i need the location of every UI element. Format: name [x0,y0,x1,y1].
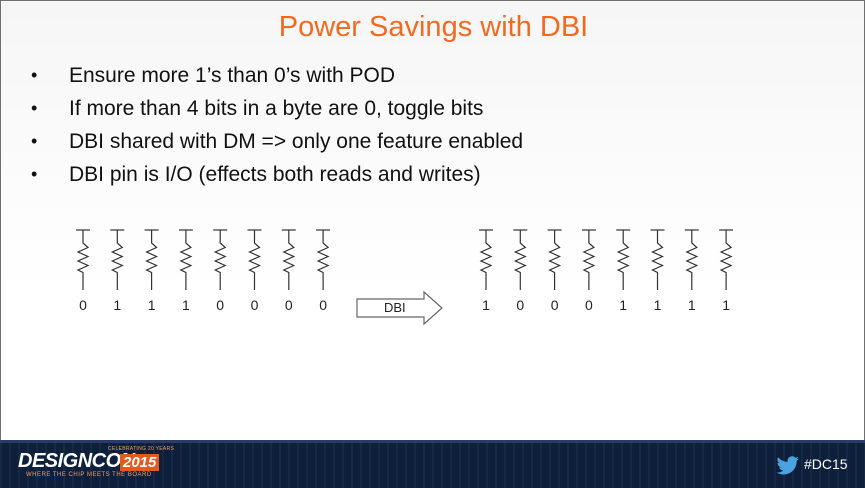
bullet-list: • Ensure more 1’s than 0’s with POD • If… [31,59,523,191]
bullet-text: DBI pin is I/O (effects both reads and w… [69,163,481,186]
output-bit-label: 1 [722,297,730,313]
bullet-text: Ensure more 1’s than 0’s with POD [69,64,396,87]
output-bit-label: 0 [516,297,525,313]
pullup-resistor-icon [110,229,125,290]
pullup-resistor-icon [213,229,228,290]
dbi-arrow-label: DBI [384,300,406,315]
input-bit-label: 0 [250,297,259,313]
bullet-text: DBI shared with DM => only one feature e… [69,130,524,153]
input-bit-label: 1 [147,297,156,313]
bullet-item: • DBI pin is I/O (effects both reads and… [31,158,523,191]
bullet-item: • If more than 4 bits in a byte are 0, t… [31,92,523,125]
input-bit-label: 1 [113,297,122,313]
input-bit-label: 0 [319,297,327,313]
input-bit-label: 0 [284,297,293,313]
pullup-resistor-icon [144,229,159,290]
pullup-resistor-icon [616,229,631,290]
logo-tagline: WHERE THE CHIP MEETS THE BOARD [26,472,152,478]
bullet-dot: • [31,164,38,184]
pullup-resistor-icon [581,229,596,290]
pullup-resistor-icon [547,229,562,290]
right-arrow-icon [356,290,443,326]
pullup-resistor-icon [316,229,331,290]
input-bit-label: 1 [181,297,190,313]
bullet-dot: • [31,65,38,85]
bullet-dot: • [31,131,38,151]
output-bit-label: 0 [584,297,593,313]
pullup-resistor-icon [684,229,699,290]
footer-bar [0,440,865,488]
output-bit-label: 0 [550,297,559,313]
bullet-item: • DBI shared with DM => only one feature… [31,125,523,158]
pullup-resistor-icon [178,229,193,290]
designcon-logo: DESIGNCON [18,450,135,472]
bullet-dot: • [31,98,38,118]
output-bit-label: 1 [687,297,696,313]
pullup-resistor-icon [719,229,734,290]
input-bit-label: 0 [216,297,225,313]
slide-title: Power Savings with DBI [278,11,589,43]
twitter-bird-icon [776,456,799,475]
logo-tagline-top: CELEBRATING 20 YEARS [108,446,175,452]
pullup-resistor-icon [650,229,665,290]
pullup-resistor-icon [479,229,493,290]
bullet-item: • Ensure more 1’s than 0’s with POD [31,59,523,92]
output-bit-label: 1 [482,297,490,313]
pullup-resistor-icon [76,229,90,290]
output-bit-label: 1 [619,297,628,313]
dbi-diagram [76,229,734,326]
pullup-resistor-icon [281,229,296,290]
input-bit-label: 0 [79,297,87,313]
logo-year: 2015 [120,454,160,471]
bullet-text: If more than 4 bits in a byte are 0, tog… [69,97,484,120]
hashtag: #DC15 [804,456,848,472]
output-bit-label: 1 [653,297,662,313]
pullup-resistor-icon [513,229,528,290]
footer-stripe [0,440,865,443]
pullup-resistor-icon [247,229,262,290]
